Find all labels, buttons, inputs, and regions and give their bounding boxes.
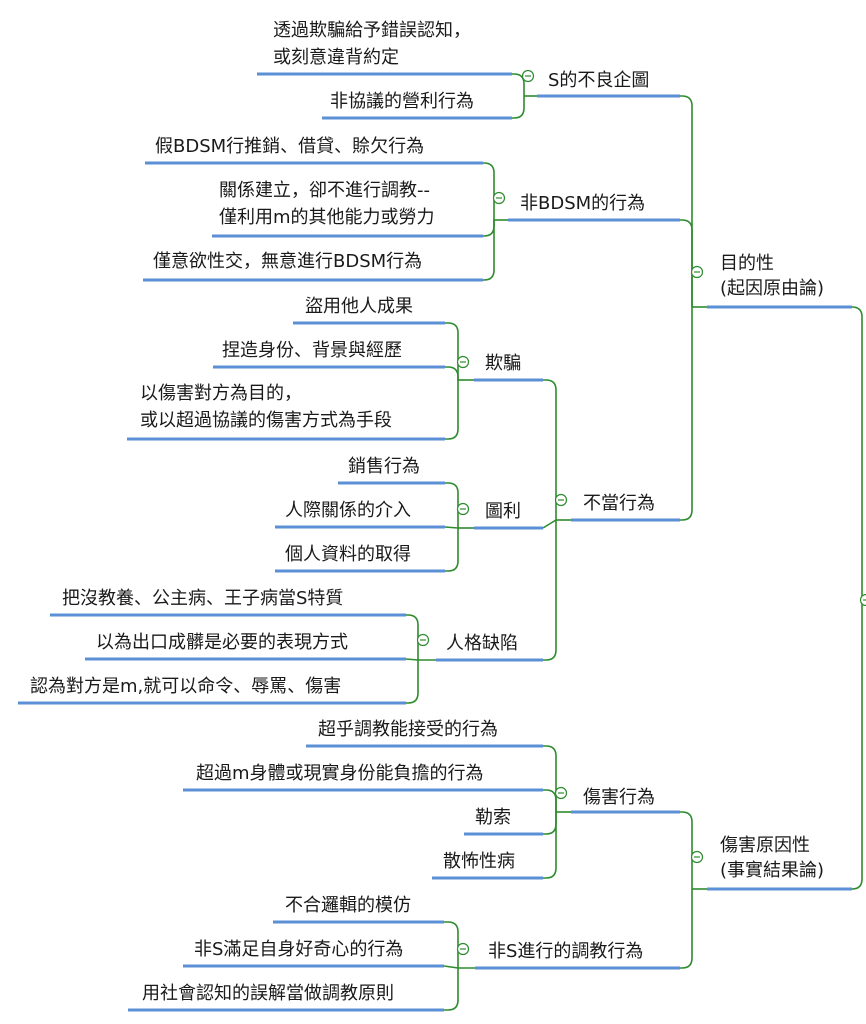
branch-connector bbox=[543, 379, 557, 520]
leaf-curiosity[interactable]: 非S滿足自身好奇心的行為 bbox=[194, 939, 403, 960]
node-harm-cause-line2: (事實結果論) bbox=[720, 860, 824, 881]
leaf-line: 僅利用m的其他能力或勞力 bbox=[219, 207, 435, 228]
leaf-fabricate-identity[interactable]: 捏造身份、背景與經歷 bbox=[222, 340, 402, 361]
leaf-line: 以傷害對方為目的， bbox=[140, 383, 302, 404]
collapse-toggle-icon[interactable] bbox=[690, 850, 704, 864]
underline-layer bbox=[18, 72, 852, 1012]
branch-connector bbox=[444, 921, 459, 968]
node-profit[interactable]: 圖利 bbox=[485, 501, 521, 522]
leaf-relationship-no-training[interactable]: 關係建立，卻不進行調教-- 僅利用m的其他能力或勞力 bbox=[219, 180, 436, 228]
toggle-layer bbox=[416, 69, 866, 956]
node-purpose-line1: 目的性 bbox=[720, 253, 774, 274]
leaf-std[interactable]: 散怖性病 bbox=[443, 851, 515, 872]
branch-connector bbox=[445, 482, 459, 528]
node-personality[interactable]: 人格缺陷 bbox=[446, 633, 518, 654]
leaf-extortion[interactable]: 勒索 bbox=[475, 807, 511, 828]
branch-connector bbox=[405, 658, 419, 661]
branch-connector bbox=[406, 614, 419, 660]
branch-connector bbox=[680, 219, 693, 307]
node-harm-act[interactable]: 傷害行為 bbox=[583, 787, 655, 808]
branch-connector bbox=[851, 306, 863, 600]
branch-connector bbox=[483, 220, 495, 281]
branch-connector bbox=[680, 811, 693, 889]
collapse-toggle-icon[interactable] bbox=[690, 265, 704, 279]
node-deceive[interactable]: 欺騙 bbox=[485, 353, 521, 374]
leaf-harm-purpose[interactable]: 以傷害對方為目的， 或以超過協議的傷害方式為手段 bbox=[140, 383, 392, 431]
leaf-line: 透過欺騙給予錯誤認知， bbox=[273, 20, 471, 41]
branch-connector bbox=[543, 812, 557, 835]
branch-connector bbox=[542, 519, 557, 529]
branch-connector bbox=[483, 162, 495, 220]
branch-connector bbox=[445, 366, 459, 380]
collapse-toggle-icon[interactable] bbox=[456, 502, 470, 516]
node-s-bad-intent[interactable]: S的不良企圖 bbox=[548, 70, 649, 91]
collapse-toggle-icon[interactable] bbox=[456, 355, 470, 369]
branch-connector bbox=[680, 307, 693, 521]
node-harm-cause-line1: 傷害原因性 bbox=[720, 835, 810, 856]
leaf-nonagreed-profit[interactable]: 非協議的營利行為 bbox=[330, 91, 474, 112]
collapse-toggle-icon[interactable] bbox=[554, 493, 568, 507]
leaf-line: 關係建立，卻不進行調教-- bbox=[219, 180, 430, 201]
branch-connector bbox=[443, 965, 459, 969]
branch-connector bbox=[680, 95, 693, 307]
branch-connector bbox=[444, 526, 459, 529]
branch-connector bbox=[543, 789, 557, 812]
branch-connector bbox=[445, 528, 459, 572]
collapse-toggle-icon[interactable] bbox=[492, 191, 506, 205]
collapse-toggle-icon[interactable] bbox=[521, 69, 535, 83]
node-non-s-training[interactable]: 非S進行的調教行為 bbox=[488, 941, 643, 962]
branch-connector bbox=[543, 745, 557, 812]
collapse-toggle-icon[interactable] bbox=[554, 786, 568, 800]
branch-connector bbox=[444, 968, 459, 1011]
branch-connector bbox=[851, 600, 863, 890]
branch-connector bbox=[543, 812, 557, 879]
collapse-toggle-icon[interactable] bbox=[859, 593, 866, 607]
node-improper[interactable]: 不當行為 bbox=[583, 493, 655, 514]
leaf-illogical-imitation[interactable]: 不合邏輯的模仿 bbox=[285, 895, 411, 916]
branch-connector bbox=[680, 889, 693, 969]
leaf-beyond-body[interactable]: 超過m身體或現實身份能負擔的行為 bbox=[196, 763, 484, 784]
node-purpose-line2: (起因原由論) bbox=[720, 278, 824, 299]
leaf-beyond-training[interactable]: 超乎調教能接受的行為 bbox=[318, 719, 498, 740]
leaf-deceive-promise[interactable]: 透過欺騙給予錯誤認知， 或刻意違背約定 bbox=[273, 20, 477, 68]
branch-connector bbox=[512, 73, 525, 96]
node-harm-cause[interactable]: 傷害原因性 (事實結果論) bbox=[720, 835, 824, 881]
leaf-interpersonal[interactable]: 人際關係的介入 bbox=[285, 500, 411, 521]
collapse-toggle-icon[interactable] bbox=[456, 942, 470, 956]
leaf-line: 或刻意違背約定 bbox=[273, 47, 399, 68]
leaf-command-insult[interactable]: 認為對方是m,就可以命令、辱罵、傷害 bbox=[30, 676, 341, 697]
branch-connector bbox=[445, 322, 459, 380]
leaf-personal-data[interactable]: 個人資料的取得 bbox=[285, 544, 411, 565]
collapse-toggle-icon[interactable] bbox=[416, 633, 430, 647]
leaf-swearing[interactable]: 以為出口成髒是必要的表現方式 bbox=[96, 632, 348, 653]
leaf-line: 或以超過協議的傷害方式為手段 bbox=[140, 410, 392, 431]
connector-layer bbox=[405, 73, 866, 1011]
node-purpose[interactable]: 目的性 (起因原由論) bbox=[720, 253, 824, 299]
branch-connector bbox=[406, 660, 419, 704]
branch-connector bbox=[512, 96, 525, 119]
leaf-fake-bdsm-sales[interactable]: 假BDSM行推銷、借貸、賒欠行為 bbox=[155, 136, 424, 157]
leaf-sales[interactable]: 銷售行為 bbox=[348, 456, 420, 477]
leaf-princess[interactable]: 把沒教養、公主病、王子病當S特質 bbox=[62, 588, 343, 609]
leaf-misunderstanding[interactable]: 用社會認知的誤解當做調教原則 bbox=[142, 983, 394, 1004]
branch-connector bbox=[445, 380, 459, 440]
branch-connector bbox=[483, 220, 495, 237]
branch-connector bbox=[543, 520, 557, 661]
node-non-bdsm[interactable]: 非BDSM的行為 bbox=[520, 193, 645, 214]
leaf-sex-only[interactable]: 僅意欲性交，無意進行BDSM行為 bbox=[153, 251, 422, 272]
leaf-plagiarize[interactable]: 盜用他人成果 bbox=[305, 296, 413, 317]
